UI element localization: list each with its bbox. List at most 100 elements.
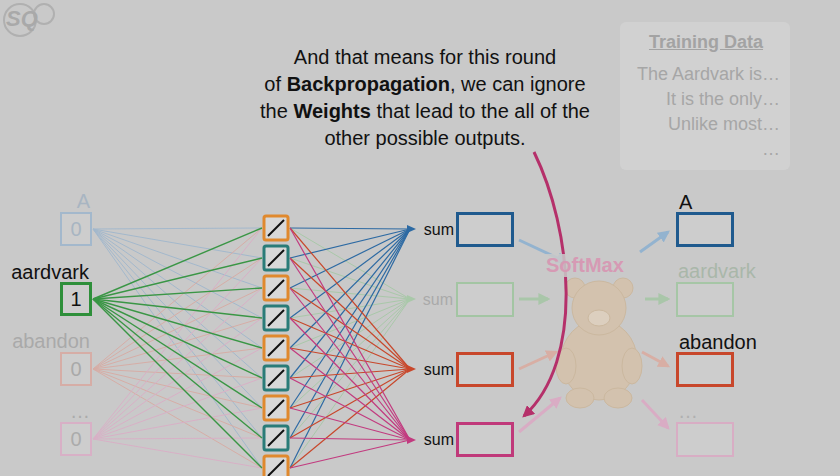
identity-activation [264,306,288,330]
panel-title: Training Data [632,32,780,53]
output-box: A [676,212,734,247]
output-weight-line [290,229,410,258]
training-data-panel: Training DataThe Aardvark is…It is the o… [620,22,790,170]
input-weight-line [93,369,262,408]
training-sentence: … [632,137,780,162]
output-weight-line [290,258,410,369]
callout-text: And that means for this round ofBackprop… [255,44,595,152]
activation-line [268,400,284,416]
word-label: … [70,400,90,423]
input-weight-line [93,228,262,299]
value: 0 [70,428,81,450]
word-label: abandon [679,331,757,354]
output-weight-line [290,348,410,440]
word-label: abandon [12,330,90,353]
output-weight-line [290,299,410,468]
input-weight-line [93,229,262,408]
identity-activation [264,276,288,300]
activation-box [264,456,288,476]
word-label: … [678,400,698,423]
sum-box: sum [456,422,514,457]
output-weight-line [290,378,410,440]
input-weight-line [93,408,262,439]
sum-label: sum [424,221,454,239]
activation-line [268,280,284,296]
identity-activation [264,246,288,270]
input-box: aardvark1 [60,282,92,316]
input-weight-line [93,228,262,439]
softmax-label: SoftMax [544,254,626,277]
word-label: A [679,191,692,214]
input-box: abandon0 [60,352,92,386]
sum-label: sum [424,431,454,449]
identity-activation [264,396,288,420]
activation-line [268,250,284,266]
output-weight-line [290,288,410,440]
arrowhead [407,225,416,233]
word-label: A [77,190,90,213]
teddy-bear [556,278,642,408]
sum-box: sum [456,212,514,247]
training-sentence: Unlike most… [632,112,780,137]
output-weight-line [290,228,410,369]
input-weight-line [93,299,262,378]
output-weight-line [290,288,410,299]
input-weight-line [93,229,262,348]
input-weight-line [93,229,262,258]
activation-line [268,220,284,236]
arrow [645,298,668,301]
input-box: …0 [60,422,92,456]
value: 1 [70,288,81,310]
output-weight-line [290,258,410,440]
output-weight-line [290,229,410,378]
arrow [642,352,668,366]
callout-arrow [524,152,566,416]
sum-box: sum [456,352,514,387]
output-weight-line [290,299,410,408]
value: 0 [70,218,81,240]
training-sentence: The Aardvark is… [632,62,780,87]
input-weight-line [93,369,262,378]
sum-box: sum [456,282,514,317]
arrow [519,352,556,369]
output-weight-line [290,229,410,408]
output-box: … [676,422,734,457]
arrowhead [407,436,416,444]
identity-activation [264,366,288,390]
activation-box [264,306,288,330]
activation-line [268,460,284,476]
identity-activation [264,216,288,240]
identity-activation [264,336,288,360]
arrow [642,400,668,428]
training-sentence: It is the only… [632,87,780,112]
activation-line [268,310,284,326]
activation-functions [264,216,288,476]
output-weight-line [290,228,410,229]
activation-box [264,336,288,360]
activation-box [264,426,288,450]
activation-line [268,430,284,446]
activation-box [264,216,288,240]
input-box: A0 [60,212,92,246]
word-label: aardvark [11,261,89,284]
input-weight-line [93,228,262,229]
output-weight-line [290,369,410,468]
input-weight-line [93,288,262,369]
output-weight-line [290,229,410,468]
input-weight-line [93,229,262,318]
word-label: aardvark [678,260,756,283]
activation-box [264,246,288,270]
arrowhead [407,365,416,373]
input-weight-line [93,369,262,438]
output-weight-line [290,369,410,378]
input-weight-line [93,258,262,439]
input-weight-line [93,299,262,468]
arrow [519,298,548,301]
value: 0 [70,358,81,380]
input-weight-line [93,438,262,439]
output-weight-line [290,408,410,440]
input-weight-line [93,318,262,439]
identity-activation [264,426,288,450]
output-box: abandon [676,352,734,387]
